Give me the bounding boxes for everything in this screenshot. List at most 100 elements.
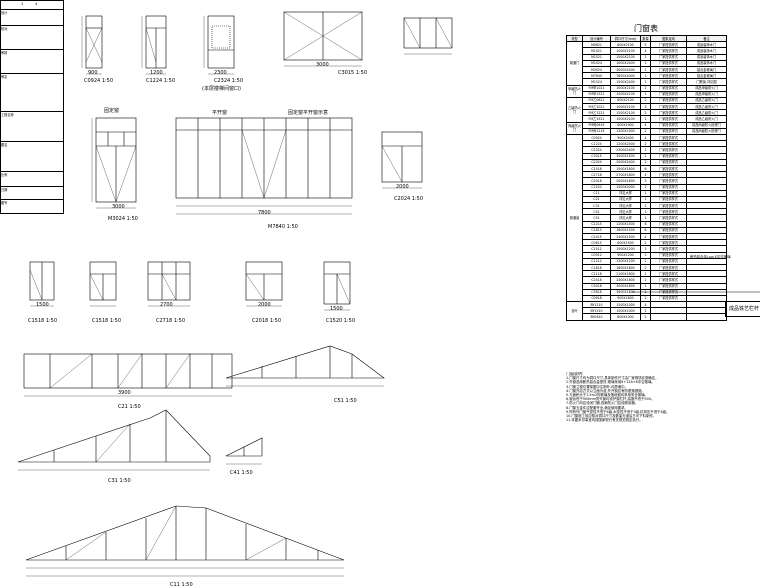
titleblock-row-label: 审核 xyxy=(1,51,8,55)
note-line: 3.门窗立樘位置除图中注明外,均居墙中。 xyxy=(566,384,628,389)
titleblock-row: 校对 xyxy=(1,25,63,31)
schedule-type-cell: 普通门 xyxy=(566,41,583,86)
label-c31: C31 1:50 xyxy=(108,478,131,484)
label-c2018: C2018 1:50 xyxy=(252,318,282,324)
label-c21: C21 1:50 xyxy=(118,404,141,410)
window-c1518 xyxy=(29,261,55,307)
dim-900: 900 xyxy=(88,70,98,76)
notes-heading: 门窗说明: xyxy=(566,372,584,376)
dim-3000: 3000 xyxy=(316,62,329,68)
titleblock-row: 日期 xyxy=(1,186,63,192)
titleblock-row-label: 校对 xyxy=(1,27,8,31)
titleblock-row: 图号 xyxy=(1,199,63,205)
label-c2718: C2718 1:50 xyxy=(156,318,186,324)
dim-2000b: 2000 xyxy=(258,302,271,308)
titleblock-row-label: 设计 xyxy=(1,11,8,15)
schedule-type-cell: 普通窗 xyxy=(566,133,583,303)
schedule-cell: 800X1000 xyxy=(610,313,641,321)
window-c2324 xyxy=(203,15,235,75)
window-c51 xyxy=(225,345,385,387)
window-c2024 xyxy=(381,131,423,189)
label-c11: C11 1:50 xyxy=(170,582,193,588)
schedule-header-row: 类型 设计编号 洞口尺寸(mm) 数量 图集选用 备注 xyxy=(566,34,727,43)
dim-1500: 1500 xyxy=(36,302,49,308)
note-line: 7.防火门均应设闭门器,双扇防火门应设顺序器。 xyxy=(566,401,639,406)
schedule-side-note: 断热铝合金Low-E中空玻璃 xyxy=(690,255,731,259)
dim-2700: 2700 xyxy=(160,302,173,308)
dim-1200: 1200 xyxy=(150,70,163,76)
label-c2324: C2324 1:50 xyxy=(214,78,244,84)
label-c1224: C1224 1:50 xyxy=(146,78,176,84)
titleblock-row-label: 图号 xyxy=(1,201,8,205)
note-line: 11.本图未尽事宜均按国家现行有关规范规定执行。 xyxy=(566,418,643,423)
label-c1520: C1520 1:50 xyxy=(326,318,356,324)
dim-7800: 7800 xyxy=(258,210,271,216)
dim-2300: 2300 xyxy=(214,70,227,76)
swing-label: 平开窗 xyxy=(212,110,228,116)
titleblock-row-label: 比例 xyxy=(1,173,8,177)
note-line: 10.门窗施工前应核对洞口尺寸及数量无误后方可下料制作。 xyxy=(566,414,657,419)
label-m7840: M7840 1:50 xyxy=(268,224,298,230)
note-ground: (本层楼梯间窗口) xyxy=(202,86,241,92)
titleblock-row: 工程名称 xyxy=(1,111,63,117)
schedule-type-cell: 甲级防火门 xyxy=(566,84,583,98)
dim-m3024: 3000 xyxy=(112,204,125,210)
label-c1518: C1518 1:50 xyxy=(28,318,58,324)
titleblock-top-2: 3 xyxy=(21,2,24,6)
schedule-type-cell: 百叶 xyxy=(566,301,583,321)
window-c3015 xyxy=(283,11,363,67)
schedule-cell: BY0810 xyxy=(582,313,611,321)
note-line: 9.所有外门窗气密性不低于6级,水密性不低于3级,抗风压不低于4级。 xyxy=(566,409,670,414)
titleblock-row: 审定 xyxy=(1,73,63,79)
window-c0924 xyxy=(81,15,103,75)
window-c11 xyxy=(25,505,345,577)
window-c21 xyxy=(23,353,233,397)
schedule-title: 门窗表 xyxy=(634,24,658,33)
railing-spec-label: 成品铁艺栏杆 xyxy=(725,301,760,317)
door-note: 固定窗平开窗示意 xyxy=(288,110,329,116)
door-m7840 xyxy=(175,117,353,215)
schedule-cell: 2 xyxy=(640,313,651,321)
titleblock-row-label: 工程名称 xyxy=(1,113,14,117)
window-c41 xyxy=(225,437,263,465)
titleblock-row: 设计 xyxy=(1,9,63,15)
label-c0924: C0924 1:50 xyxy=(84,78,114,84)
titleblock-row: 审核 xyxy=(1,49,63,55)
label-c2024: C2024 1:50 xyxy=(394,196,424,202)
titleblock-row: 比例 xyxy=(1,171,63,177)
label-c1518b: C1518 1:50 xyxy=(92,318,122,324)
titleblock-row-label: 图名 xyxy=(1,143,8,147)
titleblock-top: 3 4 xyxy=(1,1,63,9)
door-m3024 xyxy=(91,117,137,209)
note-line: 4.门窗开启方式以立面为准,外开窗应有防脱落措施。 xyxy=(566,388,645,393)
schedule-cell xyxy=(650,313,687,321)
schedule-type-cell: 乙级防火门 xyxy=(566,96,583,123)
schedule-notes: 门窗说明: 1.门窗尺寸均为洞口尺寸,具体制作尺寸由厂家现场实测确定。 2.外窗… xyxy=(566,372,726,422)
titleblock-row-label: 日期 xyxy=(1,188,8,192)
window-c2718 xyxy=(147,261,191,307)
glass-label: 固定窗 xyxy=(104,108,120,114)
window-c1224 xyxy=(141,15,167,75)
titleblock-row-label: 审定 xyxy=(1,75,8,79)
note-line: 1.门窗尺寸均为洞口尺寸,具体制作尺寸由厂家现场实测确定。 xyxy=(566,376,659,381)
dim-3900: 3900 xyxy=(118,390,131,396)
titleblock-row: 图名 xyxy=(1,141,63,147)
window-c2018 xyxy=(245,261,283,307)
window-c1520 xyxy=(323,261,351,311)
label-m3024: M3024 1:50 xyxy=(108,216,138,222)
window-c1518b xyxy=(89,261,117,307)
